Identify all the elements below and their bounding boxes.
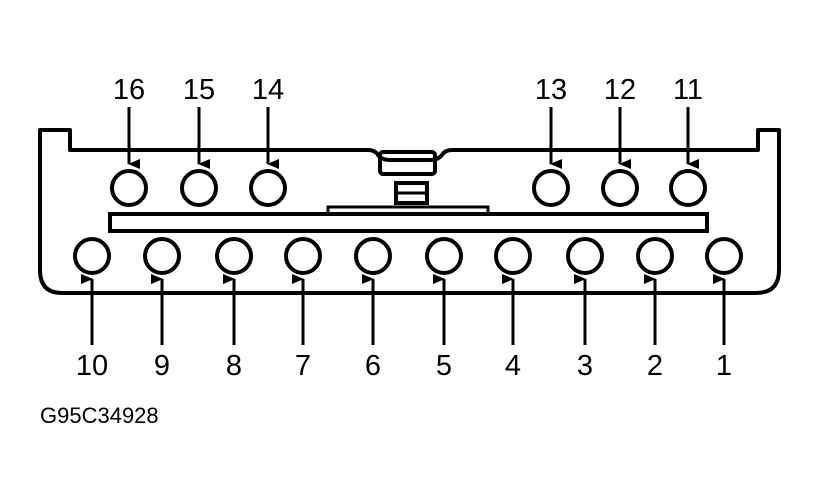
pin-7: 7 <box>284 237 322 382</box>
separator-bar <box>108 212 709 233</box>
pin-label: 15 <box>183 74 215 106</box>
pin-socket <box>284 237 322 275</box>
pin-label: 10 <box>76 350 108 382</box>
pin-socket <box>110 169 148 207</box>
pin-13: 13 <box>532 74 570 207</box>
pin-6: 6 <box>354 237 392 382</box>
pin-5: 5 <box>425 237 463 382</box>
pin-label: 9 <box>154 350 170 382</box>
pin-socket <box>143 237 181 275</box>
pin-2: 2 <box>636 237 674 382</box>
pin-3: 3 <box>566 237 604 382</box>
pin-socket <box>669 169 707 207</box>
pin-14: 14 <box>249 74 287 207</box>
pin-socket <box>73 237 111 275</box>
pin-socket <box>425 237 463 275</box>
top-pin-row: 16 15 14 13 12 11 <box>110 74 707 207</box>
pin-4: 4 <box>494 237 532 382</box>
pin-socket <box>636 237 674 275</box>
pin-label: 6 <box>365 350 381 382</box>
pin-label: 16 <box>113 74 145 106</box>
pin-label: 12 <box>604 74 636 106</box>
pin-socket <box>180 169 218 207</box>
pin-socket <box>215 237 253 275</box>
pin-12: 12 <box>601 74 639 207</box>
pin-label: 4 <box>505 350 521 382</box>
pin-label: 7 <box>295 350 311 382</box>
pin-socket <box>494 237 532 275</box>
pin-label: 3 <box>577 350 593 382</box>
connector-housing <box>38 128 781 295</box>
figure-code: G95C34928 <box>40 403 159 428</box>
pin-11: 11 <box>669 74 707 207</box>
pin-8: 8 <box>215 237 253 382</box>
pin-15: 15 <box>180 74 218 207</box>
pin-socket <box>354 237 392 275</box>
pin-16: 16 <box>110 74 148 207</box>
pin-socket <box>249 169 287 207</box>
pin-9: 9 <box>143 237 181 382</box>
bottom-pin-row: 10 9 8 7 6 5 4 3 2 1 <box>73 237 743 382</box>
pin-label: 2 <box>647 350 663 382</box>
pin-socket <box>705 237 743 275</box>
pin-label: 1 <box>716 350 732 382</box>
pin-label: 13 <box>535 74 567 106</box>
pin-label: 8 <box>226 350 242 382</box>
pin-1: 1 <box>705 237 743 382</box>
pin-label: 11 <box>673 74 703 106</box>
pin-10: 10 <box>73 237 111 382</box>
pin-socket <box>532 169 570 207</box>
pin-socket <box>601 169 639 207</box>
latch <box>378 150 437 205</box>
pin-label: 5 <box>436 350 452 382</box>
pin-label: 14 <box>252 74 284 106</box>
pin-socket <box>566 237 604 275</box>
